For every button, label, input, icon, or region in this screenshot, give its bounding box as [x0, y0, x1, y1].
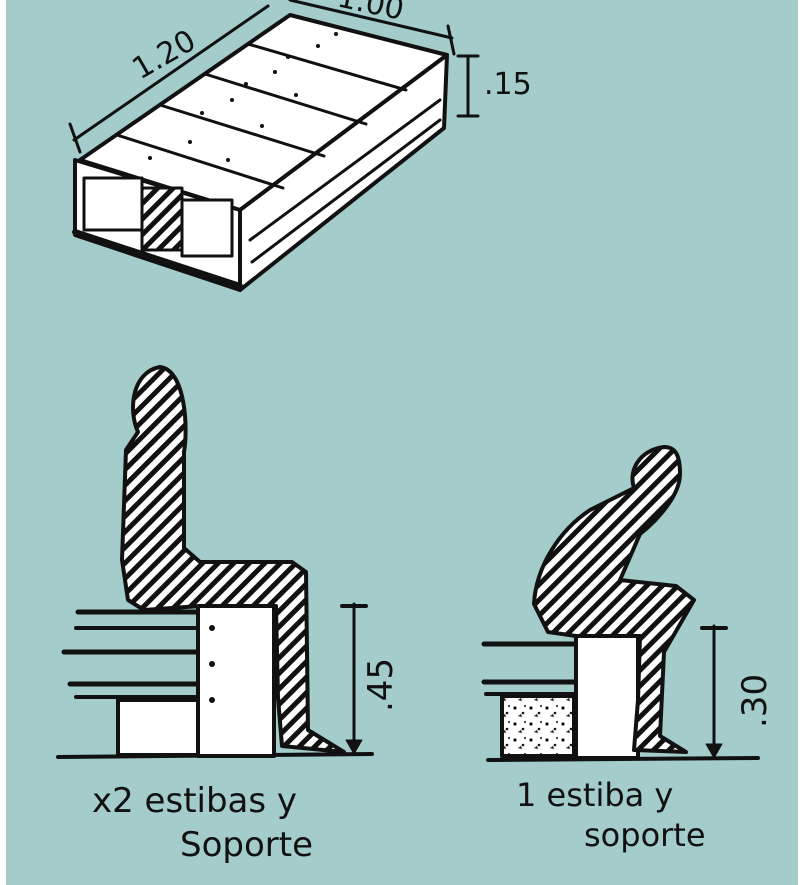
- pallet-opening-right: [180, 198, 234, 258]
- right-caption-line1: 1 estiba y: [516, 776, 673, 814]
- frame-left-edge: [0, 0, 6, 885]
- dim-arrow: [705, 743, 723, 759]
- dim-tick: [68, 122, 82, 154]
- pallet-isometric: [68, 0, 480, 292]
- dim-tick: [446, 24, 456, 56]
- pallet-side-stringer: [250, 118, 442, 264]
- frame-right-edge: [798, 0, 804, 885]
- pallet-bottom-board: [72, 229, 243, 289]
- nail-dots: [148, 32, 338, 162]
- dim-line-length: [288, 0, 454, 40]
- dim-line-width: [72, 4, 270, 142]
- left-caption-line1: x2 estibas y: [92, 781, 297, 821]
- support-block: [116, 698, 202, 757]
- concrete-support-block: [500, 694, 576, 758]
- seated-person-tall: [120, 365, 346, 754]
- pallet-side: [574, 634, 640, 760]
- right-seat-figure: [481, 445, 760, 762]
- dim-arrow: [345, 739, 363, 755]
- pallet-opening-left: [82, 176, 144, 232]
- pallet-height-label: .15: [484, 67, 532, 102]
- right-height-label: .30: [735, 674, 775, 728]
- deck-gap: [246, 42, 408, 92]
- left-caption-line2: Soporte: [180, 825, 313, 865]
- pallet-stack-side: [196, 604, 276, 758]
- deck-gap: [203, 72, 368, 126]
- left-height-label: .45: [361, 658, 401, 712]
- nail-dots: [209, 625, 215, 703]
- seated-person-hunched: [532, 445, 696, 754]
- pallet-center-block: [140, 186, 184, 252]
- left-seat-figure: [56, 365, 374, 759]
- pallet-side-stringer: [248, 98, 442, 242]
- right-caption-line2: soporte: [584, 816, 706, 854]
- deck-gap: [158, 103, 326, 158]
- deck-gap: [115, 133, 285, 190]
